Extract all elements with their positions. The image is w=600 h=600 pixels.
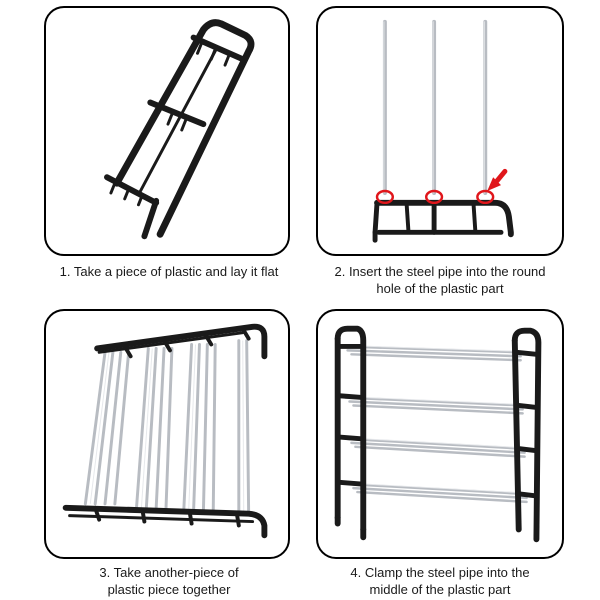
joined-frames-icon [62,323,268,539]
step-2-panel [316,6,564,256]
steel-pipe-insert-icon [372,19,514,243]
step-4-panel [316,309,564,559]
step-2-caption-line-1: 2. Insert the steel pipe into the round [334,264,546,279]
step-4-caption-line-1: 4. Clamp the steel pipe into the [350,565,530,580]
step-1-caption: 1. Take a piece of plastic and lay it fl… [44,263,294,280]
step-2-caption: 2. Insert the steel pipe into the round … [300,263,580,297]
step-3-panel [44,309,290,559]
arrow-icon [487,168,508,192]
step-1-panel [44,6,290,256]
assembled-shoe-rack-icon [334,325,542,543]
step-3-caption-line-1: 3. Take another-piece of [99,565,239,580]
plastic-frame-icon [104,19,255,240]
step-3-caption-line-2: plastic piece together [107,582,231,597]
step-3-caption: 3. Take another-piece of plastic piece t… [44,564,294,598]
step-1-caption-line-1: 1. Take a piece of plastic and lay it fl… [59,264,279,279]
step-4-caption-line-2: middle of the plastic part [369,582,511,597]
step-4-caption: 4. Clamp the steel pipe into the middle … [300,564,580,598]
step-2-caption-line-2: hole of the plastic part [376,281,504,296]
